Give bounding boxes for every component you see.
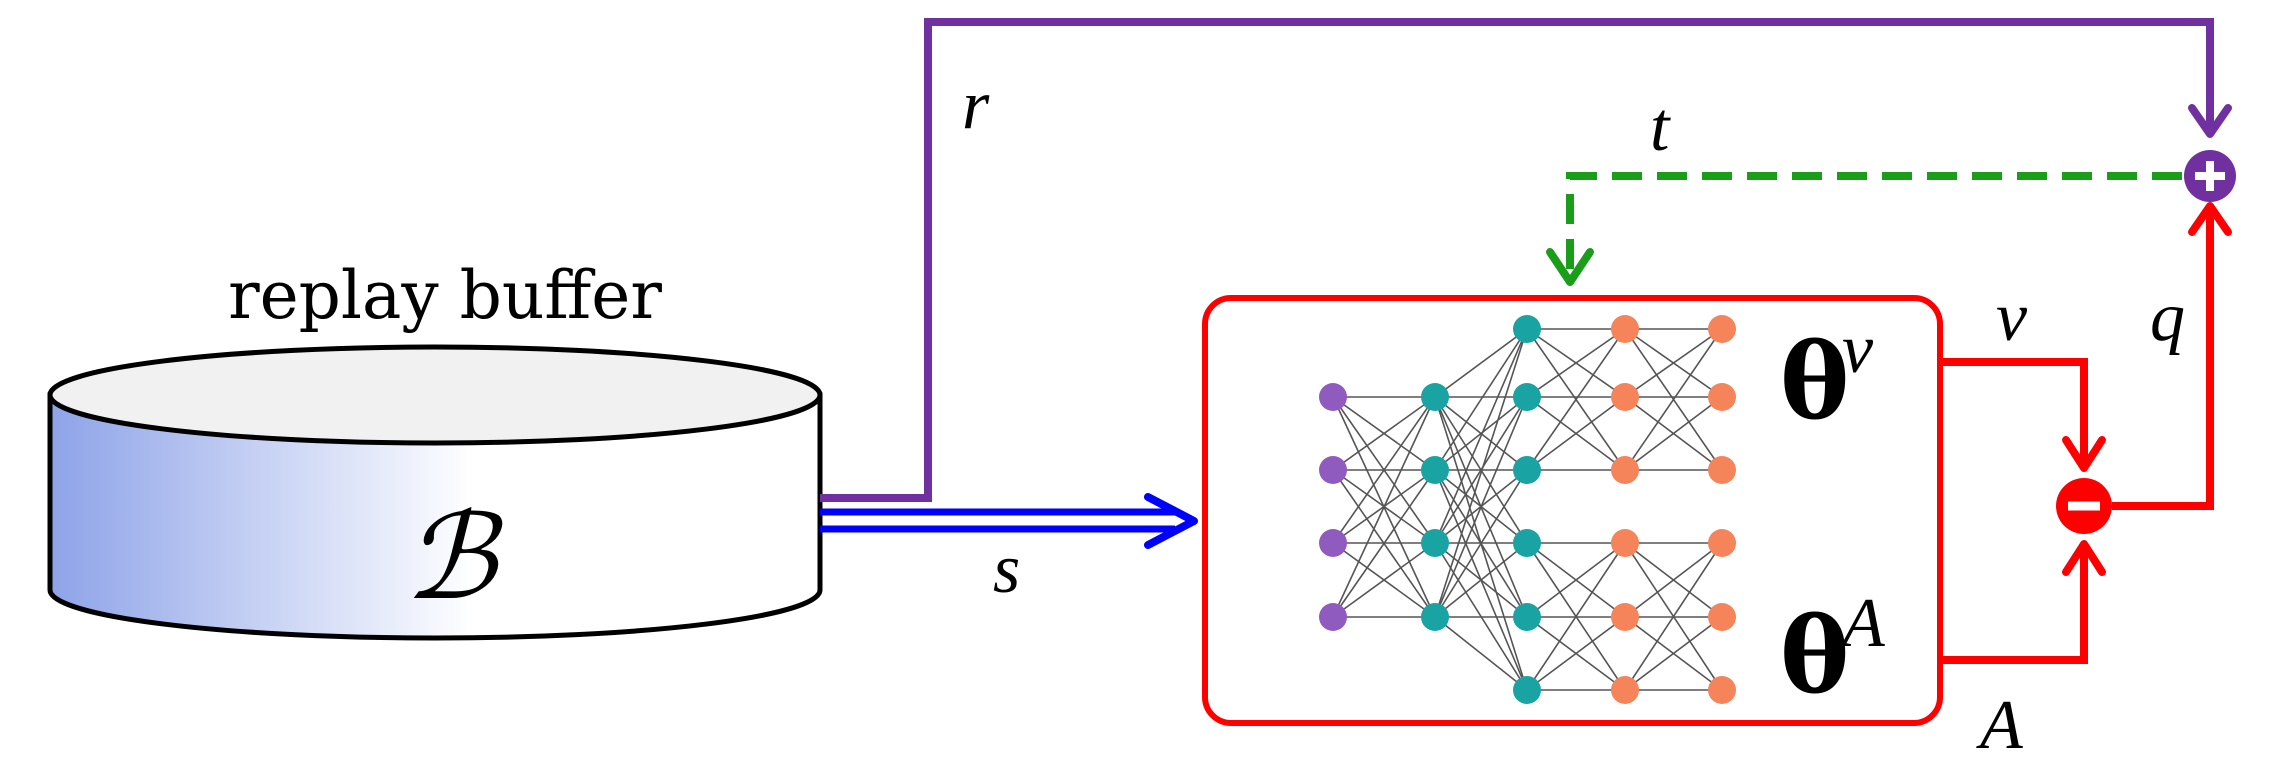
q-line xyxy=(2112,210,2214,510)
network-edge xyxy=(1434,396,1528,544)
hidden-node xyxy=(1421,383,1449,411)
buffer-top xyxy=(47,344,823,446)
network-edge xyxy=(1434,328,1528,471)
hidden-node xyxy=(1513,603,1541,631)
network-edge xyxy=(1526,396,1626,471)
hidden-node xyxy=(1513,315,1541,343)
head-node xyxy=(1708,315,1736,343)
value-label: v xyxy=(1996,279,2028,356)
advantage-head-theta: θ xyxy=(1780,594,1849,717)
network-edge xyxy=(1526,616,1626,691)
network-edge xyxy=(1434,616,1528,691)
network-edge xyxy=(1526,328,1626,398)
aggregation-path: v A q xyxy=(1940,202,2232,764)
head-node xyxy=(1611,603,1639,631)
network-edge xyxy=(1624,328,1723,398)
buffer-body xyxy=(47,392,823,641)
q-label: q xyxy=(2150,279,2185,356)
network-edge xyxy=(1624,616,1723,691)
head-node xyxy=(1611,383,1639,411)
target-arrowhead xyxy=(1546,248,1594,286)
head-node xyxy=(1708,383,1736,411)
network-edge xyxy=(1526,542,1626,691)
hidden-node xyxy=(1421,529,1449,557)
network-edge xyxy=(1526,542,1626,618)
network-edge xyxy=(1434,469,1528,618)
head-node xyxy=(1611,676,1639,704)
advantage-head-label: θ A xyxy=(1780,585,1885,717)
network-edge xyxy=(1624,542,1723,618)
state-path: s xyxy=(820,493,1198,608)
network-edge xyxy=(1332,396,1436,544)
head-node xyxy=(1611,315,1639,343)
network-edge xyxy=(1434,396,1528,618)
value-head-sup: v xyxy=(1842,311,1874,388)
replay-buffer: replay buffer ℬ xyxy=(47,257,823,641)
network-box: θ v θ A xyxy=(1202,295,1943,726)
advantage-label: A xyxy=(1976,687,2023,764)
q-arrowhead xyxy=(2188,202,2232,236)
buffer-title: replay buffer xyxy=(228,257,662,334)
hidden-node xyxy=(1513,676,1541,704)
value-head-label: θ v xyxy=(1780,311,1874,443)
head-node xyxy=(1611,456,1639,484)
network-edge xyxy=(1624,328,1723,471)
network-edge xyxy=(1434,328,1528,398)
hidden-node xyxy=(1421,603,1449,631)
reward-arrowhead xyxy=(2188,104,2232,138)
network-nodes xyxy=(1319,315,1736,704)
target-label: t xyxy=(1650,89,1671,166)
network-edge xyxy=(1526,328,1626,471)
buffer-symbol: ℬ xyxy=(404,493,504,624)
value-head-theta: θ xyxy=(1780,320,1849,443)
advantage-head-sup: A xyxy=(1838,585,1885,662)
network-edge xyxy=(1434,396,1528,471)
reward-line xyxy=(820,18,2214,502)
reward-path: r xyxy=(820,18,2232,502)
input-node xyxy=(1319,529,1347,557)
input-node xyxy=(1319,383,1347,411)
network-edge xyxy=(1332,469,1436,618)
state-label: s xyxy=(993,531,1020,608)
network-edge xyxy=(1624,396,1723,471)
target-path: t xyxy=(1546,89,2182,286)
hidden-node xyxy=(1421,456,1449,484)
network-edge xyxy=(1434,542,1528,618)
sum-operator xyxy=(2184,150,2236,202)
network-edge xyxy=(1434,328,1528,544)
network-edge xyxy=(1434,328,1528,618)
reward-label: r xyxy=(962,67,990,144)
target-line xyxy=(1566,172,2182,272)
value-line xyxy=(1940,358,2088,465)
network-edge xyxy=(1332,542,1436,618)
input-node xyxy=(1319,603,1347,631)
network-edge xyxy=(1332,396,1436,618)
network-edges xyxy=(1332,328,1723,691)
network-edge xyxy=(1332,396,1436,471)
hidden-node xyxy=(1513,383,1541,411)
head-node xyxy=(1611,529,1639,557)
advantage-arrowhead xyxy=(2062,540,2106,576)
state-arrowhead xyxy=(1144,493,1198,549)
input-node xyxy=(1319,456,1347,484)
hidden-node xyxy=(1513,456,1541,484)
head-node xyxy=(1708,529,1736,557)
head-node xyxy=(1708,456,1736,484)
advantage-line xyxy=(1940,547,2088,664)
head-node xyxy=(1708,676,1736,704)
head-node xyxy=(1708,603,1736,631)
value-arrowhead xyxy=(2062,436,2106,472)
network-edge xyxy=(1624,542,1723,691)
difference-operator xyxy=(2056,478,2112,534)
hidden-node xyxy=(1513,529,1541,557)
